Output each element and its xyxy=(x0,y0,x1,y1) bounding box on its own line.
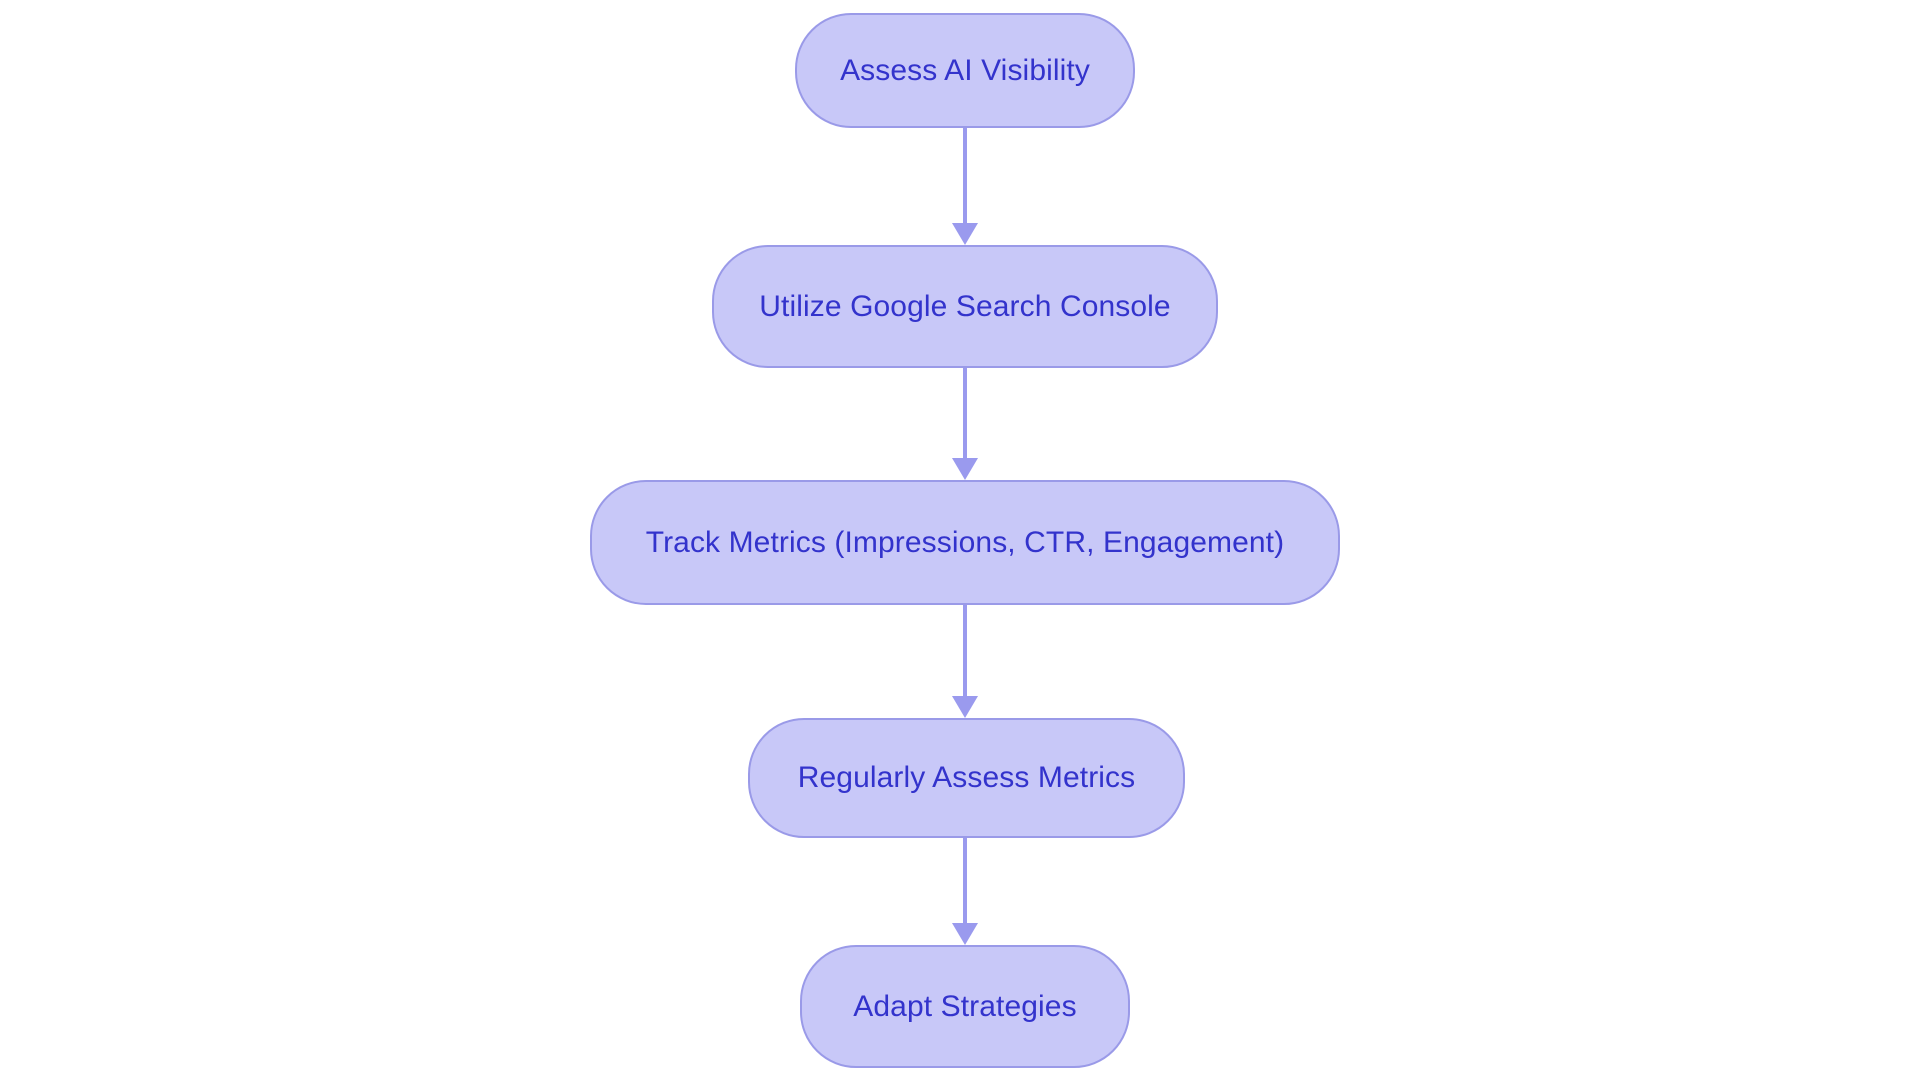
flow-node-utilize-google-search-console[interactable]: Utilize Google Search Console xyxy=(712,245,1218,368)
flow-node-label: Assess AI Visibility xyxy=(840,53,1090,87)
flow-node-label: Track Metrics (Impressions, CTR, Engagem… xyxy=(645,525,1285,559)
arrow-down-icon xyxy=(952,458,978,480)
flow-node-label: Utilize Google Search Console xyxy=(759,289,1171,323)
connector-line xyxy=(963,128,967,223)
flow-node-adapt-strategies[interactable]: Adapt Strategies xyxy=(800,945,1130,1068)
flow-node-regularly-assess-metrics[interactable]: Regularly Assess Metrics xyxy=(748,718,1185,838)
connector-line xyxy=(963,605,967,696)
arrow-down-icon xyxy=(952,696,978,718)
arrow-down-icon xyxy=(952,223,978,245)
connector-line xyxy=(963,838,967,923)
flow-node-label: Regularly Assess Metrics xyxy=(797,761,1136,794)
flow-node-track-metrics[interactable]: Track Metrics (Impressions, CTR, Engagem… xyxy=(590,480,1340,605)
connector-line xyxy=(963,368,967,458)
flow-node-label: Adapt Strategies xyxy=(853,989,1077,1023)
arrow-down-icon xyxy=(952,923,978,945)
flow-node-assess-ai-visibility[interactable]: Assess AI Visibility xyxy=(795,13,1135,128)
